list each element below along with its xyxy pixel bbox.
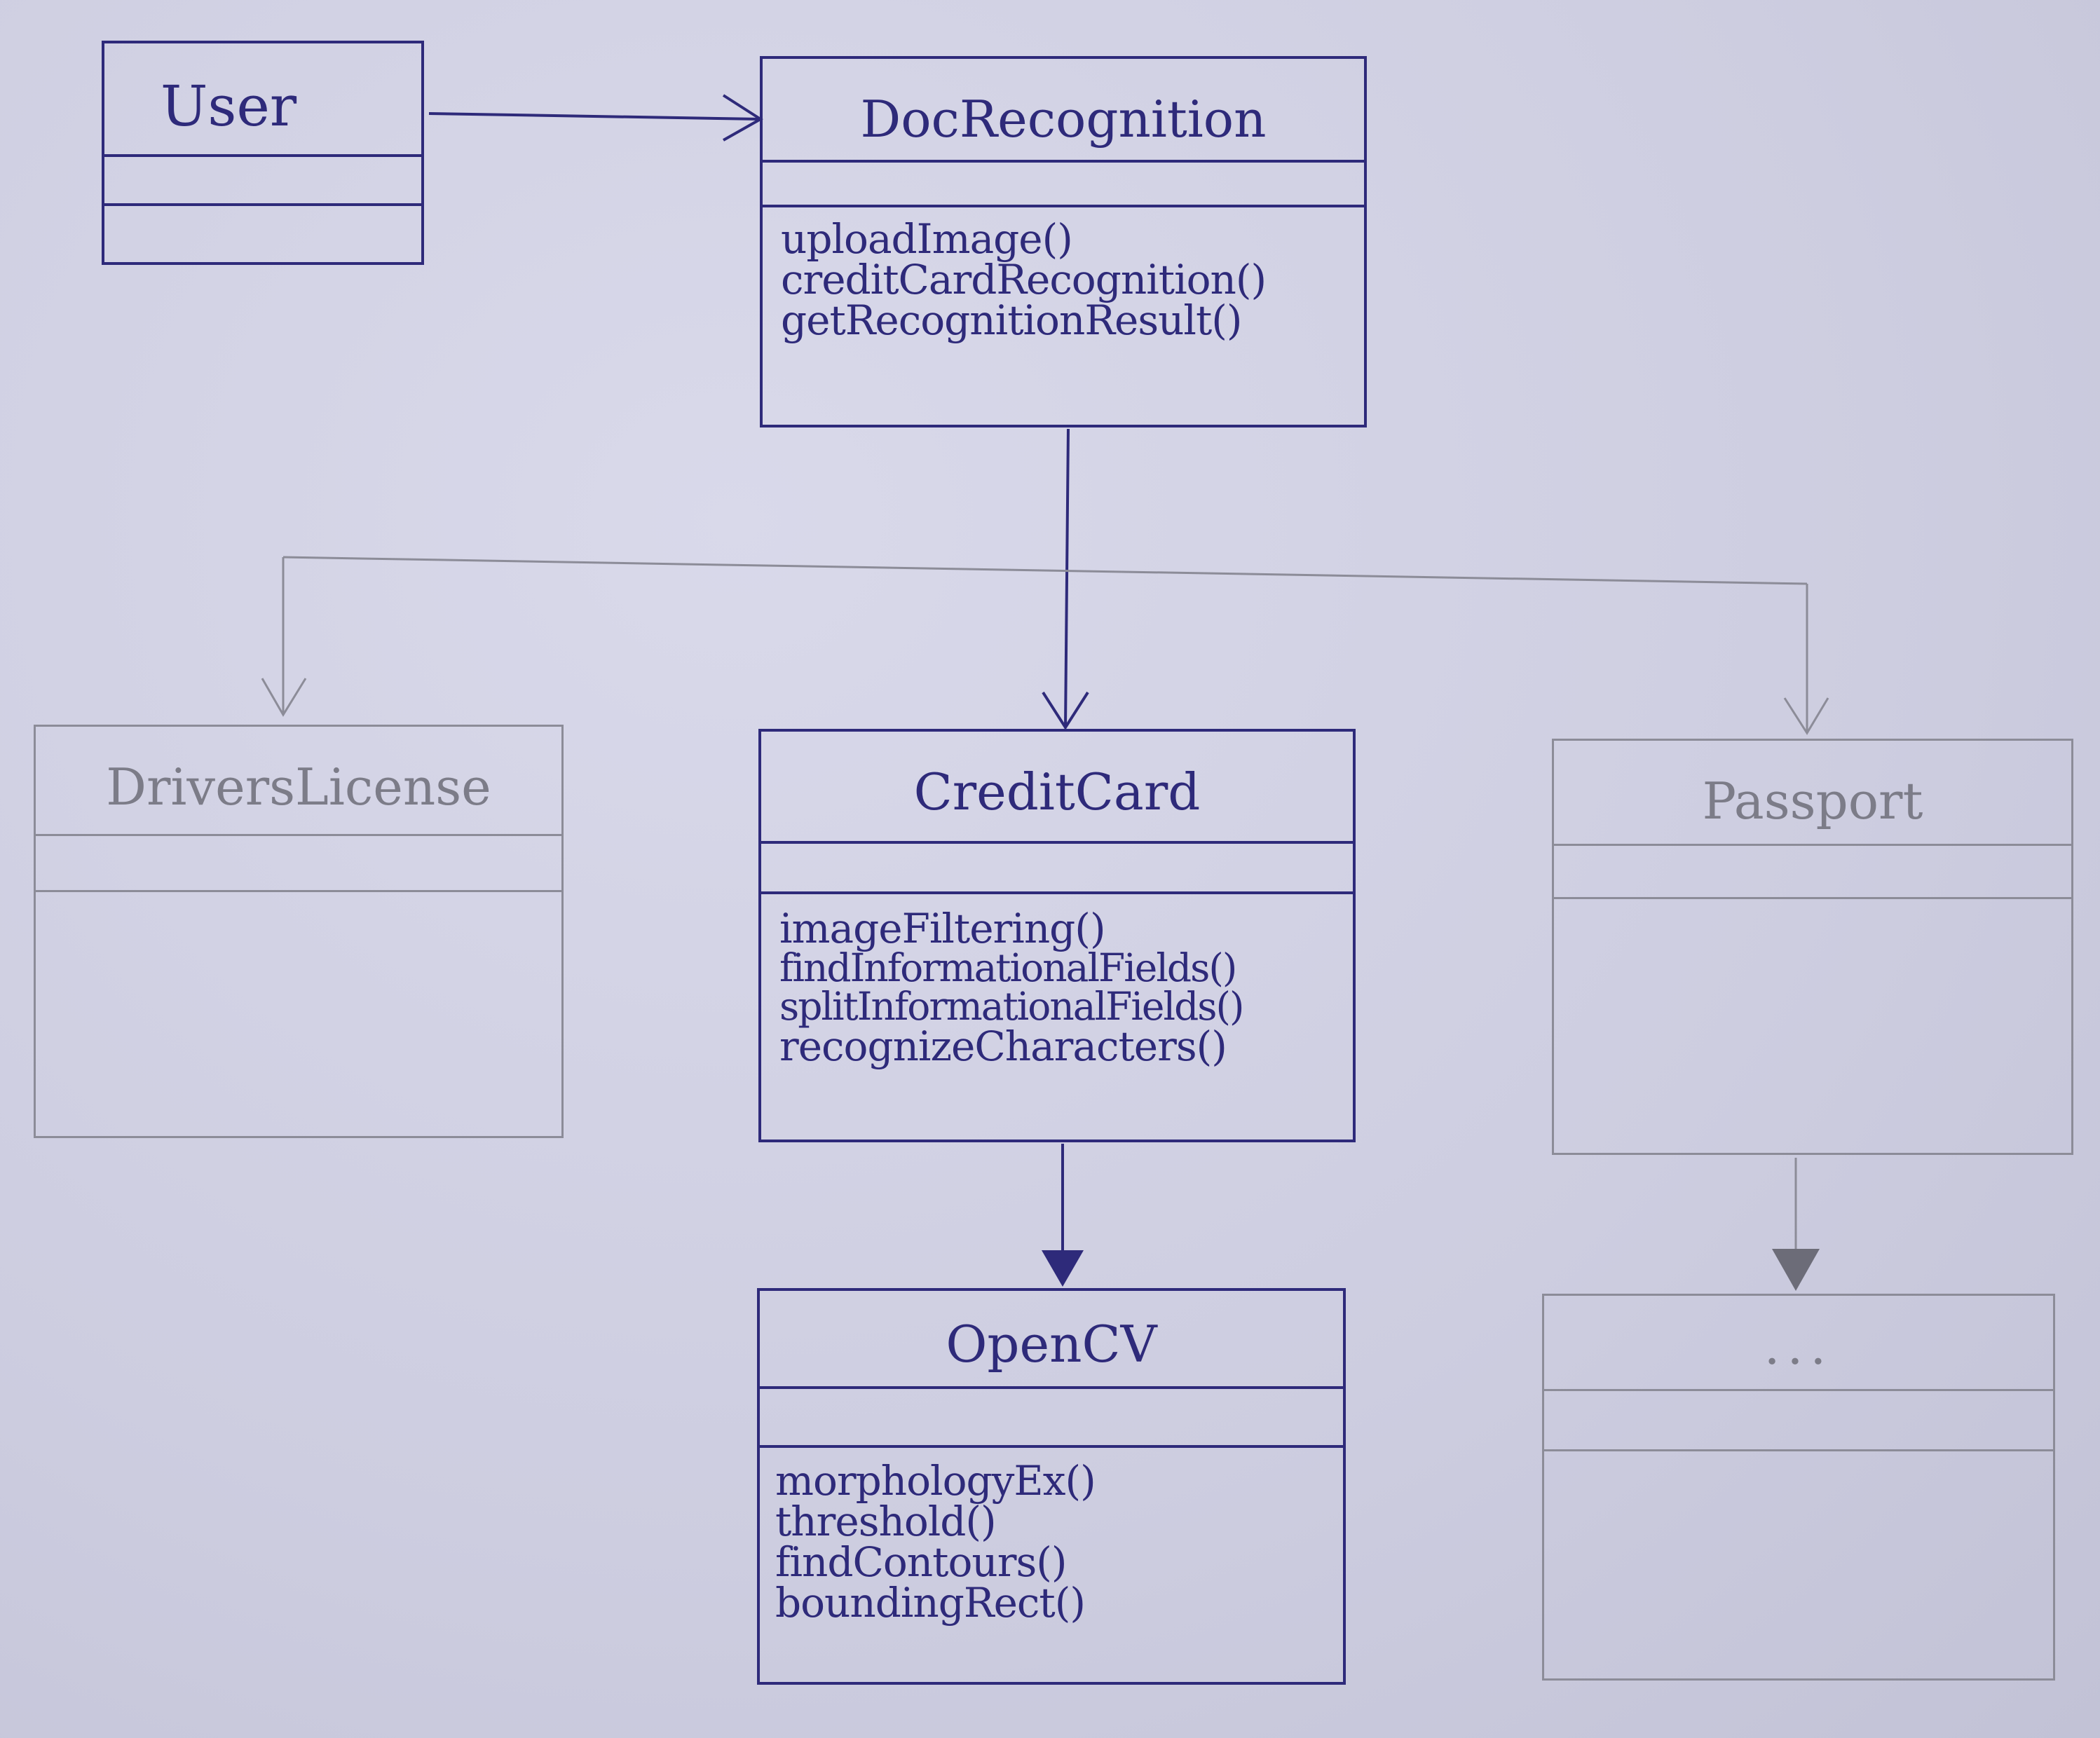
method-morphology-ex: morphologyEx(): [775, 1457, 1096, 1505]
attributes-section: [1544, 1391, 2053, 1451]
class-name-section: ...: [1544, 1296, 2053, 1391]
class-name: Passport: [1702, 772, 1923, 830]
method-get-recognition-result: getRecognitionResult(): [781, 296, 1243, 344]
attributes-section: [761, 844, 1353, 894]
class-name: OpenCV: [946, 1315, 1157, 1374]
class-unknown: ...: [1542, 1294, 2055, 1681]
docrecognition-to-creditcard-arrow: [1042, 428, 1089, 730]
class-user: User: [102, 41, 424, 265]
class-name-section: DriversLicense: [36, 727, 561, 836]
creditcard-to-opencv-arrow: [1042, 1144, 1084, 1287]
operations-section: imageFiltering() findInformationalFields…: [761, 894, 1353, 1067]
method-find-contours: findContours(): [775, 1538, 1067, 1586]
operations-section: morphologyEx() threshold() findContours(…: [760, 1448, 1343, 1623]
operations-section: uploadImage() creditCardRecognition() ge…: [763, 207, 1364, 341]
attributes-section: [763, 163, 1364, 207]
user-to-docrecognition-arrow: [428, 94, 763, 142]
class-driverslicense: DriversLicense: [34, 725, 564, 1138]
class-name-section: Passport: [1554, 741, 2071, 846]
class-docrecognition: DocRecognition uploadImage() creditCardR…: [760, 56, 1367, 427]
method-recognize-characters: recognizeCharacters(): [779, 1022, 1227, 1070]
method-bounding-rect: boundingRect(): [775, 1579, 1086, 1627]
method-find-informational-fields: findInformationalFields(): [779, 945, 1237, 990]
method-upload-image: uploadImage(): [781, 215, 1073, 263]
class-name-section: CreditCard: [761, 732, 1353, 844]
class-name: DriversLicense: [106, 758, 491, 816]
attributes-section: [36, 836, 561, 892]
pencil-branch-lines: [261, 556, 1829, 735]
class-name: CreditCard: [913, 762, 1201, 821]
class-name: User: [161, 74, 297, 139]
class-opencv: OpenCV morphologyEx() threshold() findCo…: [757, 1288, 1346, 1685]
passport-to-unknown-arrow: [1772, 1158, 1820, 1291]
class-name-section: DocRecognition: [763, 59, 1364, 163]
class-name: DocRecognition: [860, 90, 1267, 149]
attributes-section: [1554, 846, 2071, 899]
attributes-section: [104, 157, 421, 206]
method-credit-card-recognition: creditCardRecognition(): [781, 256, 1267, 303]
class-creditcard: CreditCard imageFiltering() findInformat…: [758, 729, 1356, 1142]
class-name-section: User: [104, 43, 421, 157]
class-name: ...: [1764, 1317, 1834, 1376]
method-image-filtering: imageFiltering(): [779, 905, 1106, 952]
class-name-section: OpenCV: [760, 1291, 1343, 1389]
class-passport: Passport: [1552, 739, 2073, 1155]
method-split-informational-fields: splitInformationalFields(): [779, 984, 1244, 1029]
attributes-section: [760, 1389, 1343, 1448]
method-threshold: threshold(): [775, 1498, 997, 1545]
